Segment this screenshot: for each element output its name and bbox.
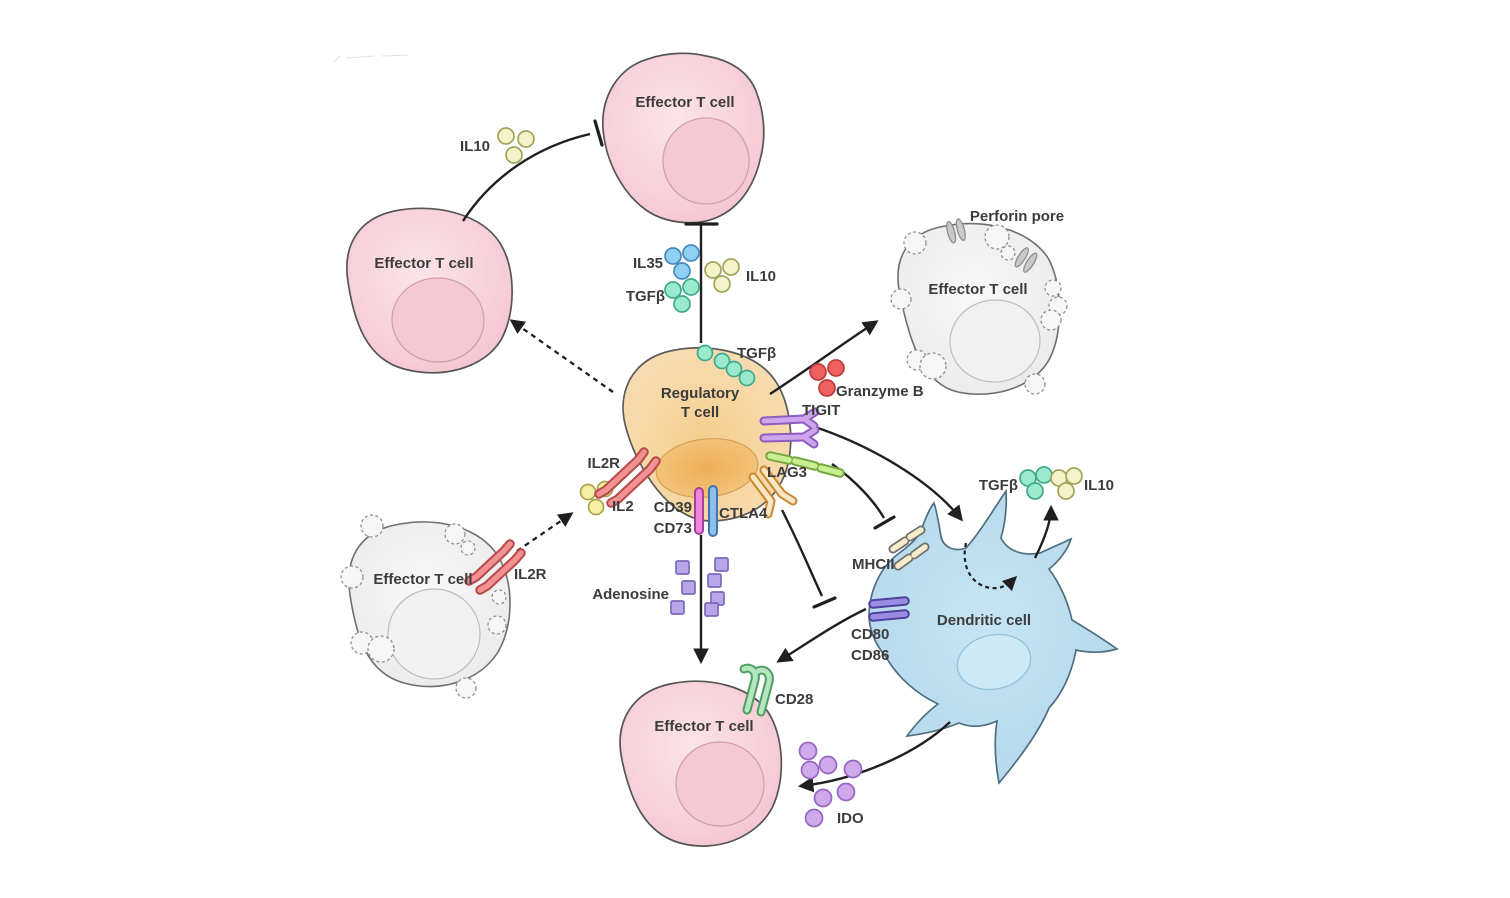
il10-molecules-dc [1050,467,1083,500]
il10-top-label: IL10 [459,138,490,155]
cd73-label: CD73 [653,520,692,537]
tgfb-dc-label: TGFβ [978,477,1018,494]
effector-t-cell-left-gray-label: Effector T cell [373,571,473,588]
perforin-pore-label: Perforin pore [969,208,1065,225]
dc-secretion-arrow [1033,504,1059,559]
granzyme-b-molecules [809,359,845,397]
cd86-label: CD86 [851,647,890,664]
ido-label: IDO [837,810,864,827]
effector-t-cell-left-gray [340,514,511,699]
dc-internal-dashed-arrow [963,542,1018,592]
regulatory-t-cell-label-2: T cell [680,404,720,421]
adenosine-molecules [670,557,729,617]
tigit-label: TIGIT [802,402,841,419]
tigit-receptor [759,407,820,449]
granzyme-arrow [769,320,879,396]
cd80-cd28-arrow [776,607,867,663]
il2-deprivation-dashed-arrow [516,512,574,552]
tgfb-molecules-dc [1019,466,1053,500]
dendritic-cell [868,488,1119,785]
cd80-label: CD80 [851,626,890,643]
effector-t-cell-right-label: Effector T cell [928,281,1028,298]
ido-molecules [798,741,863,828]
il35-label: IL35 [632,255,663,272]
stray-mark [333,54,409,63]
mhcii-label: MHCII [852,556,895,573]
il35-molecules [664,244,700,280]
effector-t-cell-left [346,207,513,374]
il10-inhibition-line [461,132,591,222]
perforin-pore [946,218,1038,273]
effector-t-cell-bottom-label: Effector T cell [654,718,754,735]
effector-t-cell-right-apoptotic [890,218,1068,396]
il2r-receptor-treg [594,447,661,508]
apoptotic-blebs [890,224,1068,395]
lag3-receptor [765,451,845,478]
mhcii-receptor [888,525,930,571]
ctla4-receptor [748,465,798,519]
apoptotic-blebs [340,514,507,699]
cd28-label: CD28 [775,691,814,708]
adenosine-label: Adenosine [592,586,669,603]
nucleus [675,741,765,827]
tgfb-membrane-label: TGFβ [737,345,777,362]
il10-dc-label: IL10 [1084,477,1115,494]
dendritic-cell-label: Dendritic cell [936,612,1032,629]
il2r-effector-label: IL2R [514,566,547,583]
nucleus [956,633,1032,691]
ido-arrow [797,721,951,793]
nucleus [662,117,750,205]
cd28-receptor [739,663,774,717]
lag3-label: LAG3 [767,464,808,481]
il2r-treg-label: IL2R [587,455,620,472]
tgfb-membrane-molecules [696,344,756,387]
regulatory-t-cell-label-1: Regulatory [660,385,740,402]
il10-molecules-secreted [704,258,740,293]
cd80-cd86-receptor [868,596,910,622]
effector-t-cell-bottom [619,680,783,847]
cd39-label: CD39 [653,499,692,516]
suppression-dashed-arrow [509,319,614,393]
nucleus [949,299,1041,383]
il10-secreted-label: IL10 [746,268,777,285]
tigit-dc-arrow [811,424,963,522]
t-bar [812,596,837,609]
t-bar [593,119,604,147]
effector-t-cell-top-label: Effector T cell [635,94,735,111]
ctla4-cd80-line [780,509,824,597]
ctla4-label: CTLA4 [719,505,768,522]
tgfb-secreted-label: TGFβ [625,288,665,305]
granzyme-b-label: Granzyme B [836,383,924,400]
tgfb-molecules-secreted [664,278,700,313]
effector-t-cell-left-label: Effector T cell [374,255,474,272]
nucleus [387,588,481,680]
il10-molecules-top [497,127,535,164]
effector-t-cell-top [602,52,765,224]
nucleus [391,277,485,363]
connectors [461,119,1059,793]
t-bar [873,515,896,530]
il2r-receptor-effector [464,539,526,595]
il2-label: IL2 [612,498,634,515]
